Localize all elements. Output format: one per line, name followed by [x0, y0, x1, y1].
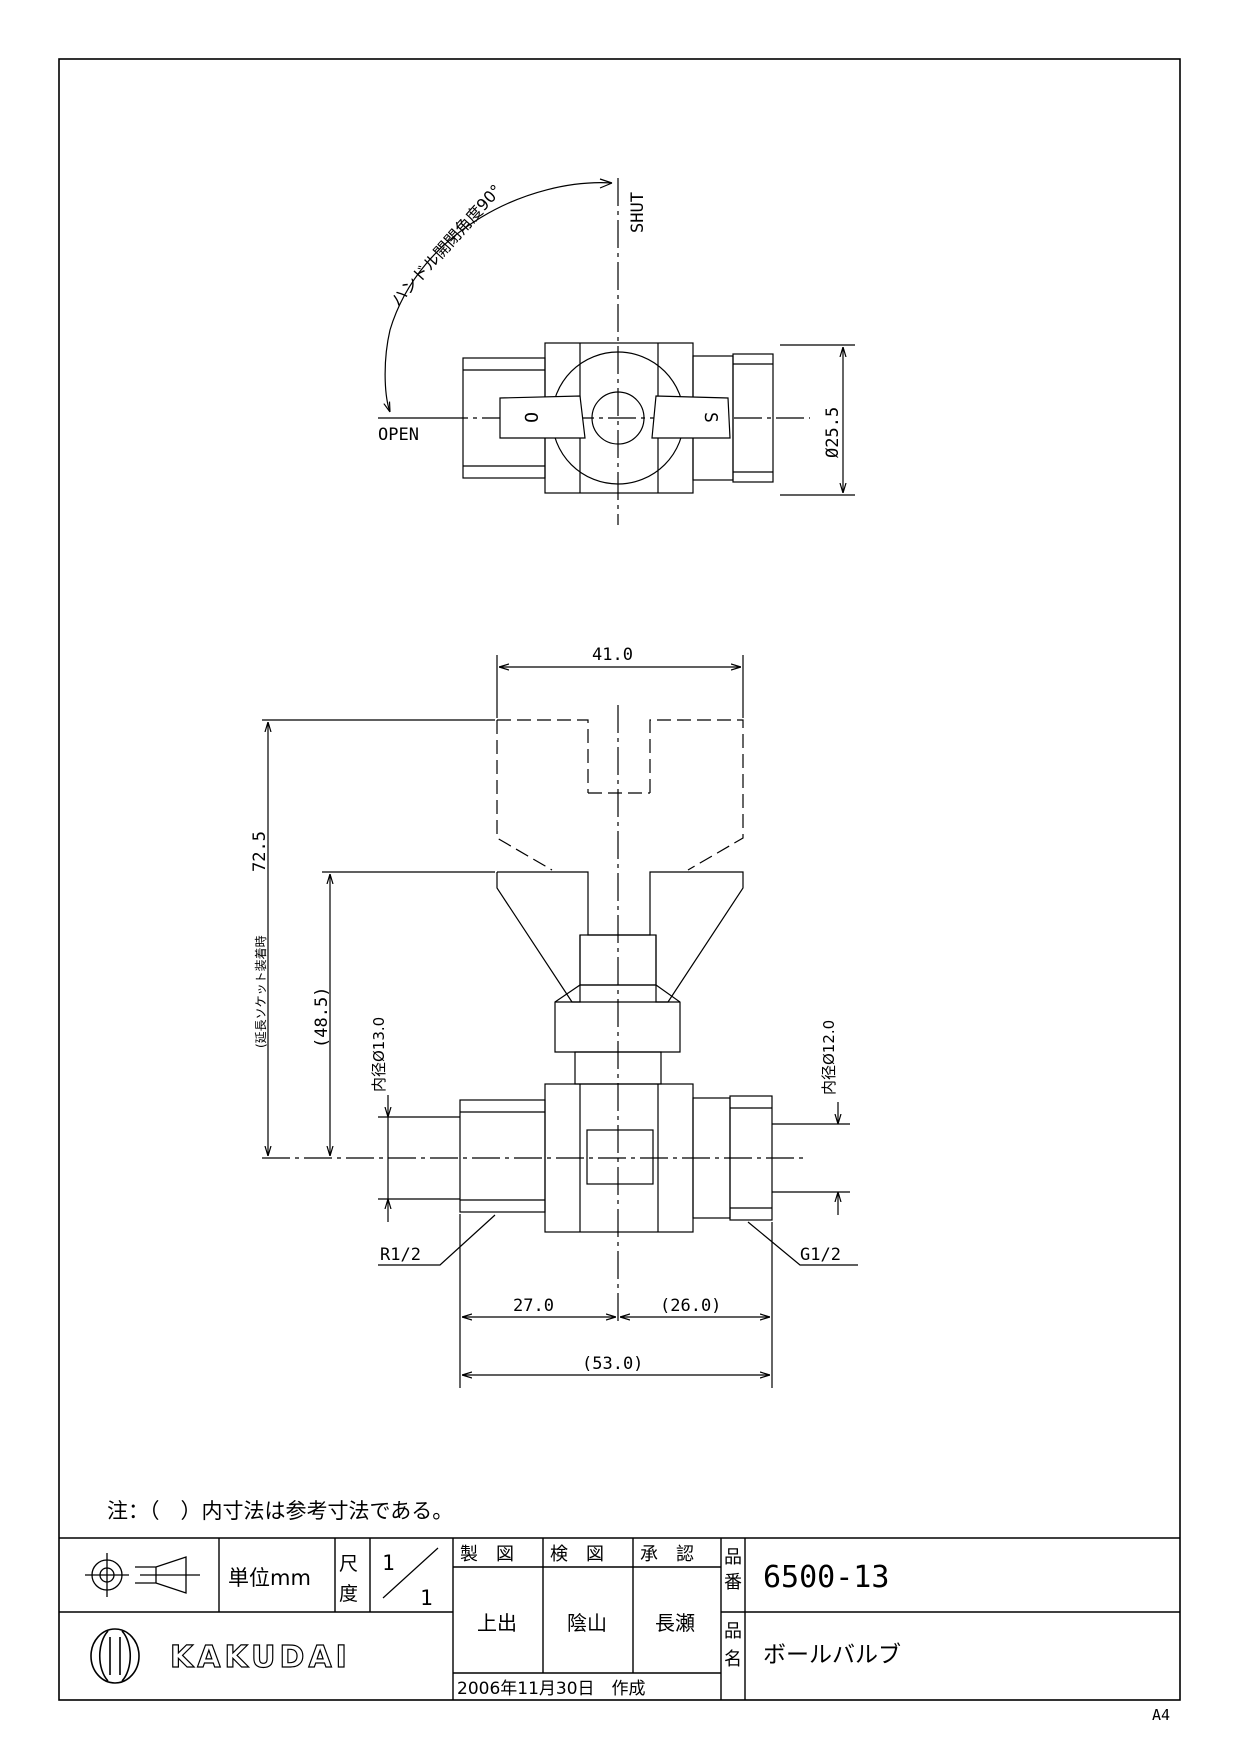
- thread-left: R1/2: [380, 1245, 421, 1265]
- handle-angle-note: ハンドル開閉角度90°: [387, 181, 506, 310]
- part-number: 6500-13: [763, 1560, 889, 1595]
- name-approved: 長瀬: [655, 1611, 695, 1635]
- label-open: OPEN: [378, 425, 419, 445]
- side-view: [262, 655, 858, 1388]
- part-name-label-2: 名: [724, 1649, 742, 1670]
- part-name-label-1: 品: [724, 1621, 742, 1642]
- side-right-nut: [729, 1095, 773, 1221]
- scale-label-2: 度: [339, 1583, 358, 1605]
- projection-symbol-icon: [85, 1553, 200, 1597]
- inner-dia-right: 内径Ø12.0: [820, 1020, 838, 1095]
- name-checked: 陰山: [567, 1611, 607, 1635]
- drawing-note: 注：（ ）内寸法は参考寸法である。: [107, 1499, 453, 1523]
- dim-handle-width: 41.0: [592, 645, 633, 665]
- kakudai-logo-icon: [90, 1628, 140, 1684]
- header-checked: 検 図: [550, 1544, 604, 1565]
- header-drawn: 製 図: [460, 1544, 514, 1565]
- part-no-label-1: 品: [724, 1547, 742, 1568]
- label-shut: SHUT: [628, 192, 648, 233]
- top-handle-left: [499, 395, 586, 439]
- dim-height: (48.5): [312, 987, 332, 1048]
- handle-mark-shut: S: [700, 412, 721, 423]
- drawing-date: 2006年11月30日 作成: [457, 1679, 646, 1699]
- part-name: ボールバルブ: [763, 1642, 901, 1668]
- thread-right: G1/2: [800, 1245, 841, 1265]
- handle-angle-arc: [385, 182, 613, 412]
- scale-label-1: 尺: [339, 1553, 358, 1575]
- company-name: KAKUDAI: [170, 1640, 351, 1675]
- dim-left-len: 27.0: [513, 1296, 554, 1316]
- top-handle-right: [651, 395, 731, 439]
- scale-den: 1: [420, 1586, 433, 1610]
- side-body-window: [586, 1129, 654, 1185]
- top-right-nut: [732, 353, 774, 483]
- handle-mark-open: O: [520, 412, 541, 423]
- top-stem: [591, 391, 645, 445]
- dim-ext-height: 72.5: [250, 831, 270, 872]
- dim-total-len: (53.0): [582, 1354, 643, 1374]
- dim-right-len: (26.0): [660, 1296, 721, 1316]
- title-block: [59, 1537, 1180, 1700]
- sheet-size: A4: [1152, 1706, 1170, 1724]
- inner-dia-left: 内径Ø13.0: [370, 1017, 388, 1092]
- top-view: [378, 178, 855, 525]
- dim-diameter: Ø25.5: [823, 407, 843, 458]
- frame-border: [58, 58, 1181, 1701]
- header-approved: 承 認: [640, 1544, 694, 1565]
- name-drawn: 上出: [477, 1611, 517, 1635]
- scale-num: 1: [382, 1551, 395, 1575]
- part-no-label-2: 番: [724, 1572, 742, 1593]
- side-left-thread: [459, 1099, 546, 1213]
- ext-socket-note: (延長ソケット装着時: [253, 935, 268, 1048]
- side-handle-wings: [496, 871, 744, 1003]
- unit-label: 単位mm: [228, 1566, 311, 1590]
